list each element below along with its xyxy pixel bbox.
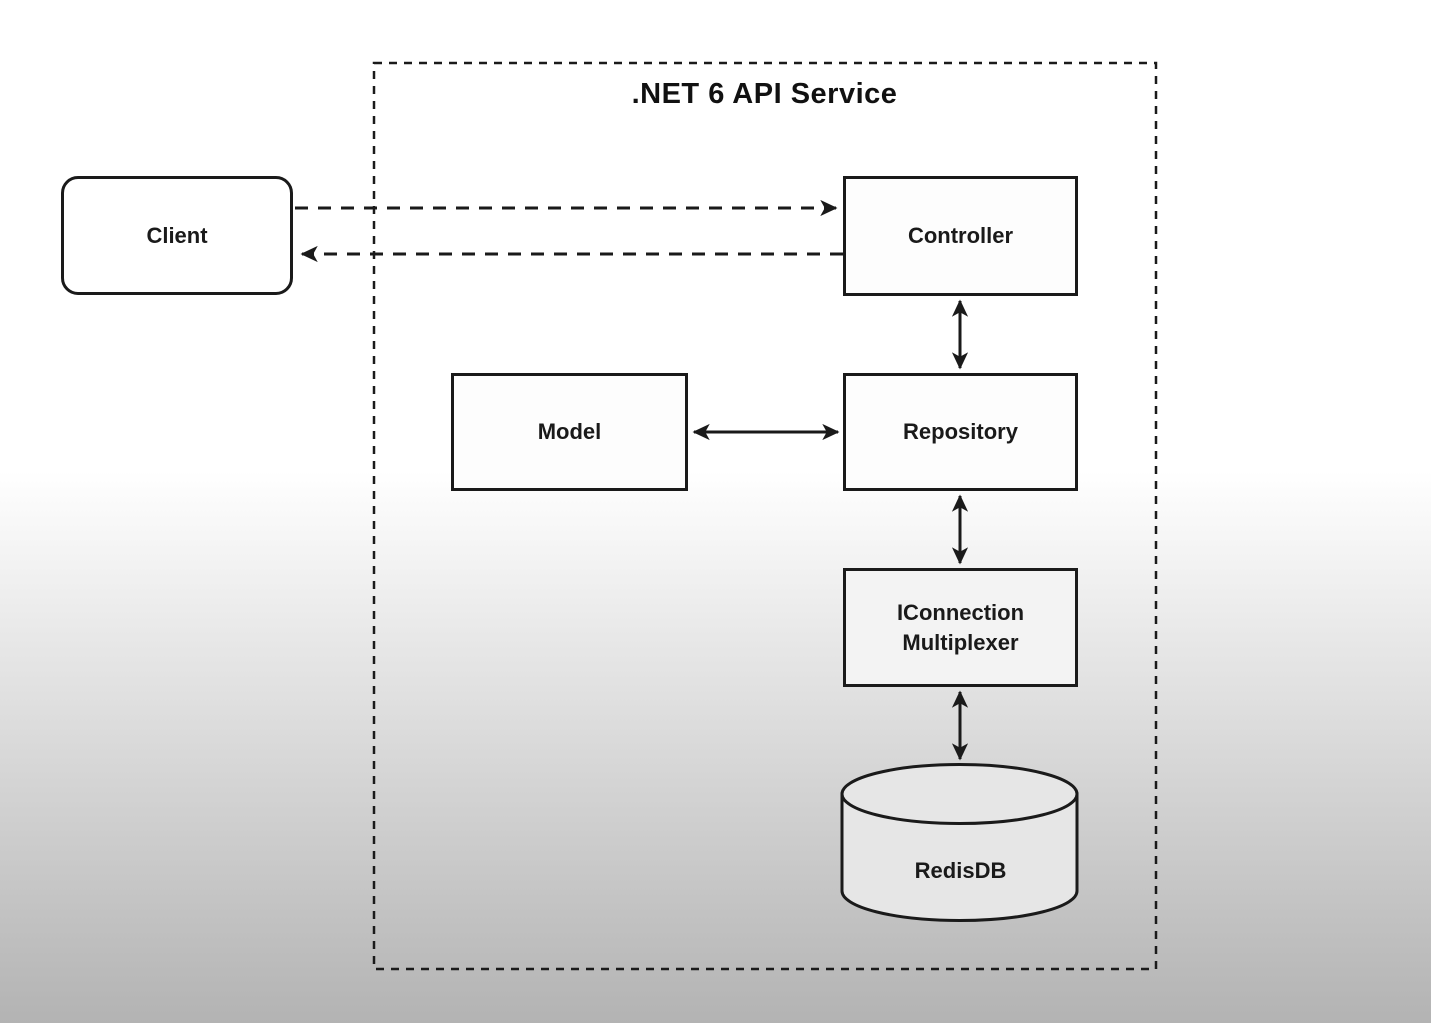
service-boundary <box>372 61 1158 971</box>
redis-cylinder-top <box>840 763 1079 825</box>
redis-cylinder-body <box>840 792 1079 922</box>
node-controller-label: Controller <box>907 223 1014 249</box>
redis-cylinder <box>840 763 1079 922</box>
node-controller: Controller <box>843 176 1078 296</box>
diagram-title: .NET 6 API Service <box>631 78 898 110</box>
node-repository-label: Repository <box>903 419 1018 445</box>
node-model-label: Model <box>537 419 602 445</box>
node-client: Client <box>61 176 293 295</box>
node-iconnection-multiplexer: IConnection Multiplexer <box>843 568 1078 687</box>
node-repository: Repository <box>843 373 1078 491</box>
node-model: Model <box>451 373 688 491</box>
node-client-label: Client <box>146 222 208 248</box>
node-redisdb-label: RedisDB <box>914 858 1007 883</box>
node-iconnection-multiplexer-label-line2: Multiplexer <box>902 629 1019 655</box>
node-iconnection-multiplexer-label-line1: IConnection <box>896 600 1025 626</box>
